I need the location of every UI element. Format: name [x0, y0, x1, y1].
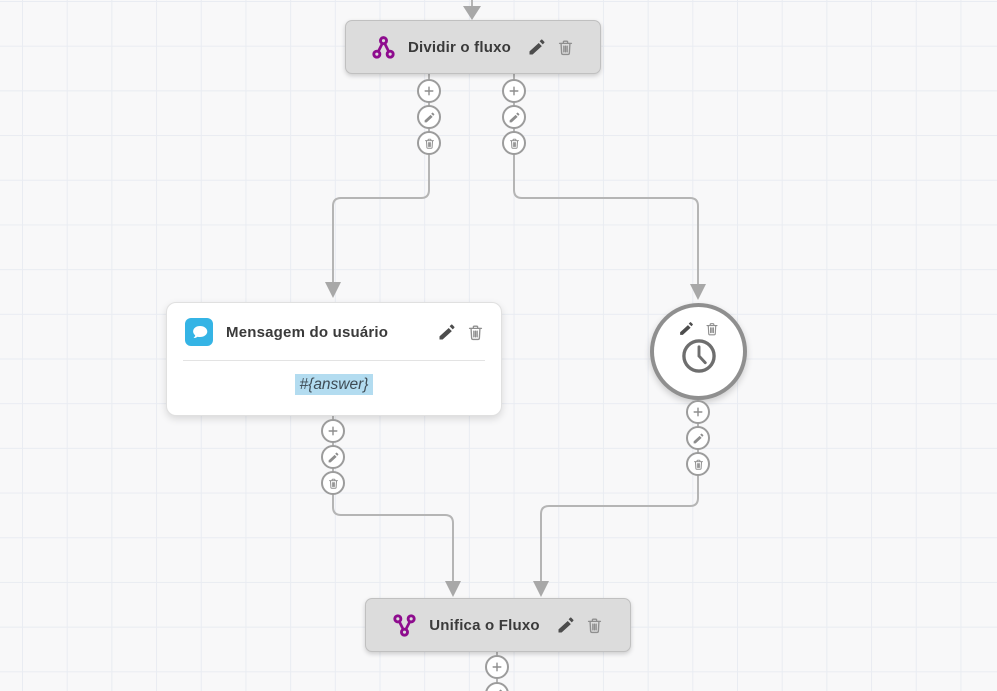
connector-edit-button[interactable]: [321, 445, 345, 469]
connector-edit-button[interactable]: [485, 682, 509, 691]
wait-node[interactable]: [650, 303, 747, 400]
pencil-icon: [556, 615, 576, 635]
pencil-icon: [508, 111, 521, 124]
arrowhead-into-split-node: [463, 6, 481, 20]
connector-add-button[interactable]: [485, 655, 509, 679]
trash-icon: [692, 458, 705, 471]
pencil-icon: [491, 688, 504, 691]
connector-delete-button[interactable]: [417, 131, 441, 155]
connector-edit-button[interactable]: [502, 105, 526, 129]
split-flow-node[interactable]: Dividir o fluxo: [345, 20, 601, 74]
pencil-icon: [678, 320, 695, 337]
message-node-body: #{answer}: [167, 361, 501, 409]
message-node-title: Mensagem do usuário: [226, 323, 389, 341]
pencil-icon: [423, 111, 436, 124]
pencil-icon: [527, 37, 547, 57]
plus-icon: [490, 660, 504, 674]
plus-icon: [326, 424, 340, 438]
trash-icon: [423, 137, 436, 150]
trash-icon: [327, 477, 340, 490]
connector-delete-button[interactable]: [502, 131, 526, 155]
delete-node-button[interactable]: [466, 323, 485, 342]
trash-icon: [585, 616, 604, 635]
variable-chip: #{answer}: [294, 374, 374, 395]
plus-icon: [422, 84, 436, 98]
split-icon: [371, 35, 396, 60]
edit-node-button[interactable]: [437, 322, 457, 342]
connector-message-to-merge: [332, 416, 454, 582]
message-node-header: Mensagem do usuário: [167, 303, 501, 360]
pencil-icon: [437, 322, 457, 342]
pencil-icon: [327, 451, 340, 464]
merge-icon: [392, 613, 417, 638]
pencil-icon: [692, 432, 705, 445]
trash-icon: [508, 137, 521, 150]
merge-node-title: Unifica o Fluxo: [429, 616, 540, 634]
delete-node-button[interactable]: [556, 38, 575, 57]
divider: [183, 360, 485, 361]
arrowhead-into-wait-node: [690, 284, 706, 300]
delete-node-button[interactable]: [585, 616, 604, 635]
split-node-title: Dividir o fluxo: [407, 38, 511, 56]
connector-delete-button[interactable]: [686, 452, 710, 476]
arrowhead-into-merge-node-right: [533, 581, 549, 597]
edit-node-button[interactable]: [556, 615, 576, 635]
plus-icon: [691, 405, 705, 419]
connector-edit-button[interactable]: [417, 105, 441, 129]
connector-split-to-message: [332, 74, 430, 283]
connector-delete-button[interactable]: [321, 471, 345, 495]
trash-icon: [466, 323, 485, 342]
edit-node-button[interactable]: [527, 37, 547, 57]
trash-icon: [556, 38, 575, 57]
connector-add-button[interactable]: [417, 79, 441, 103]
chat-bubble-icon: [185, 318, 213, 346]
merge-flow-node[interactable]: Unifica o Fluxo: [365, 598, 631, 652]
clock-icon: [680, 337, 718, 375]
edit-node-button[interactable]: [678, 320, 695, 337]
connector-edit-button[interactable]: [686, 426, 710, 450]
trash-icon: [704, 321, 720, 337]
plus-icon: [507, 84, 521, 98]
user-message-node[interactable]: Mensagem do usuário #{answer}: [166, 302, 502, 416]
delete-node-button[interactable]: [704, 321, 720, 337]
arrowhead-into-message-node: [325, 282, 341, 298]
connector-add-button[interactable]: [502, 79, 526, 103]
arrowhead-into-merge-node-left: [445, 581, 461, 597]
connector-add-button[interactable]: [686, 400, 710, 424]
connector-add-button[interactable]: [321, 419, 345, 443]
connector-wait-to-merge: [540, 398, 699, 582]
connector-split-to-wait: [513, 74, 699, 285]
